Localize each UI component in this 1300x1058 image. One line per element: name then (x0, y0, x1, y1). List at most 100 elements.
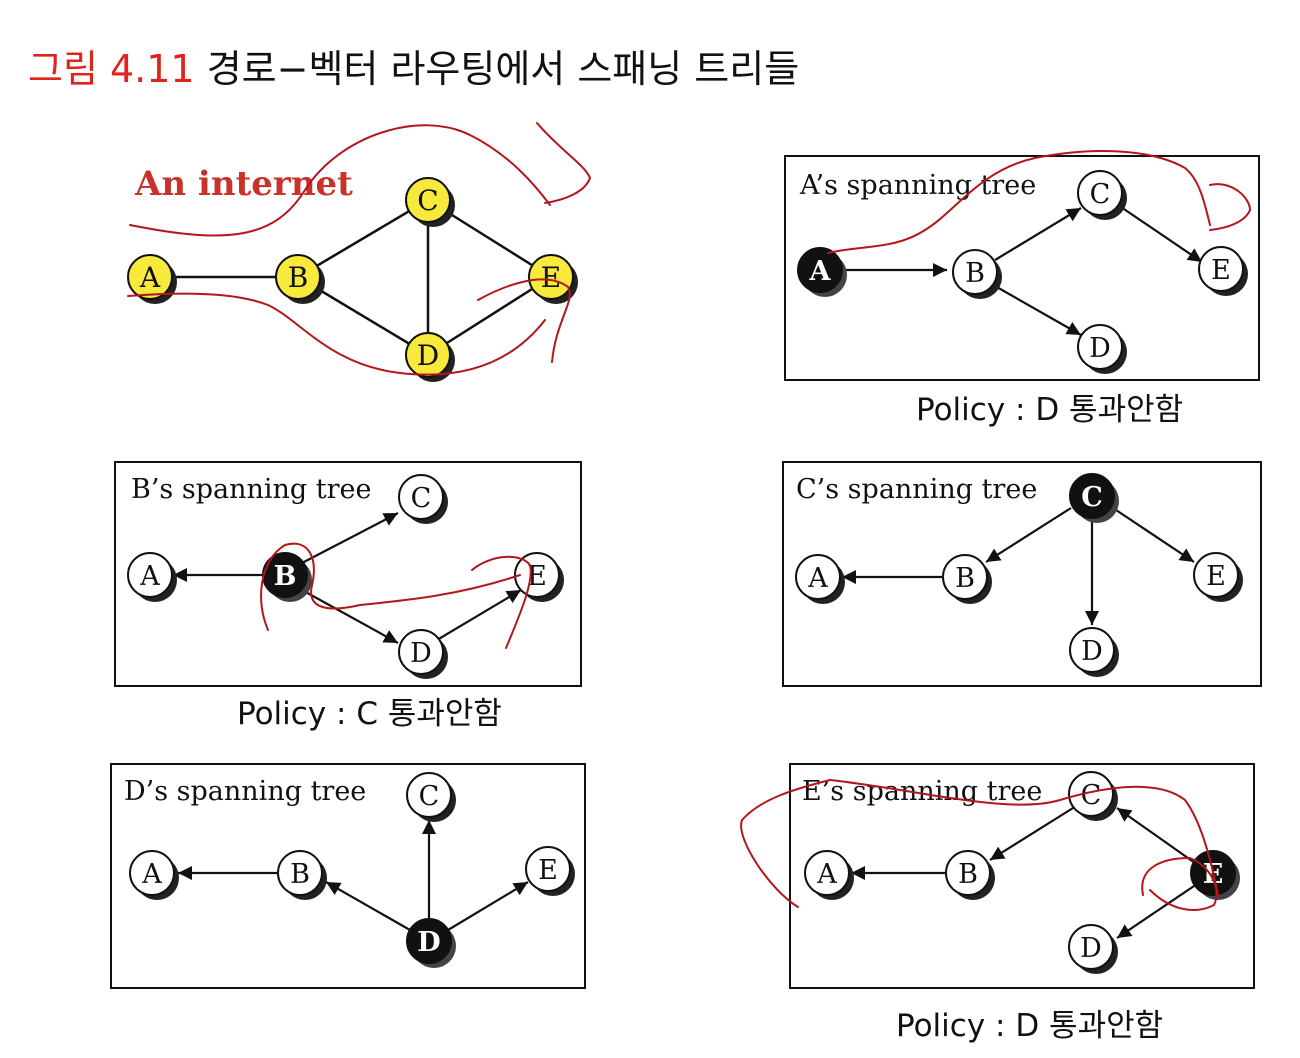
internet-node-c: C (405, 177, 455, 227)
internet-node-e: E (528, 254, 578, 304)
tree-a-frame (784, 155, 1260, 381)
policy-note-a: Policy : D 통과안함 (916, 392, 1184, 428)
svg-text:E: E (527, 561, 547, 592)
internet-label: An internet (134, 164, 353, 204)
tree-e-node-c: C (1068, 771, 1118, 821)
svg-text:A: A (816, 859, 837, 890)
tree-a-node-b: B (952, 249, 1002, 299)
edge-b-c (301, 512, 399, 564)
svg-text:B: B (290, 859, 310, 890)
svg-text:A: A (139, 261, 161, 294)
svg-text:C: C (1090, 179, 1111, 210)
annotation-stroke (471, 555, 532, 649)
link-d-e (427, 275, 552, 357)
policy-note-e: Policy : D 통과안함 (896, 1008, 1164, 1044)
svg-text:C: C (417, 184, 438, 217)
tree-e-node-b: B (945, 850, 995, 900)
svg-text:A: A (809, 256, 832, 287)
tree-b-node-c: C (398, 474, 448, 524)
svg-text:C: C (419, 781, 440, 812)
tree-c-caption: C’s spanning tree (796, 474, 1037, 505)
internet-links (150, 198, 552, 357)
edge-d-e (447, 881, 529, 931)
tree-c-node-d: D (1069, 627, 1119, 677)
edge-e-d (1116, 883, 1198, 939)
policy-note-b: Policy : C 통과안함 (237, 696, 502, 732)
handwritten-annotations (127, 122, 1252, 911)
edge-d-e (436, 589, 522, 641)
figure-number: 그림 4.11 (28, 47, 195, 91)
svg-text:A: A (139, 561, 160, 592)
tree-b-node-d: D (398, 629, 448, 679)
annotation-stroke (260, 542, 521, 631)
internet-node-a: A (127, 254, 177, 304)
tree-d-node-d-root: D (406, 918, 456, 968)
tree-b-edges (173, 512, 522, 644)
edge-b-d (301, 589, 399, 644)
tree-c-node-c-root: C (1069, 473, 1119, 523)
tree-a-node-d: D (1077, 324, 1127, 374)
spanning-tree-c: C’s spanning tree A B C D (782, 461, 1262, 687)
tree-c-node-a: A (795, 554, 845, 604)
edge-b-c (994, 207, 1082, 261)
tree-e-node-d: D (1068, 924, 1118, 974)
tree-d-edges (178, 820, 529, 931)
edge-c-e (1112, 507, 1195, 563)
annotation-stroke (1209, 183, 1252, 231)
svg-text:D: D (1080, 933, 1102, 964)
tree-c-node-b: B (942, 554, 992, 604)
tree-a-edges (844, 204, 1203, 336)
svg-text:C: C (1081, 482, 1103, 513)
tree-a-node-a-root: A (797, 247, 847, 297)
tree-d-node-c: C (406, 772, 456, 822)
link-b-c (297, 198, 429, 279)
svg-text:B: B (288, 261, 309, 294)
tree-c-frame (782, 461, 1262, 687)
svg-text:C: C (411, 483, 432, 514)
tree-e-frame (789, 763, 1255, 989)
svg-text:B: B (958, 859, 978, 890)
internet-node-b: B (275, 254, 325, 304)
svg-text:D: D (417, 927, 440, 958)
svg-text:D: D (1081, 636, 1103, 667)
tree-e-node-a: A (804, 850, 854, 900)
spanning-tree-d: D’s spanning tree A B C D (110, 763, 586, 989)
tree-b-node-a: A (127, 552, 177, 602)
svg-text:A: A (807, 563, 828, 594)
edge-d-b (325, 881, 411, 931)
tree-a-caption: A’s spanning tree (799, 170, 1036, 201)
svg-text:B: B (965, 258, 985, 289)
svg-text:C: C (1081, 780, 1102, 811)
svg-text:B: B (955, 563, 975, 594)
spanning-tree-a: A’s spanning tree A B C D (784, 155, 1260, 381)
edge-e-c (1116, 807, 1196, 864)
annotation-stroke (129, 124, 551, 237)
svg-text:A: A (141, 859, 162, 890)
svg-text:E: E (1206, 561, 1226, 592)
tree-b-caption: B’s spanning tree (131, 474, 371, 505)
svg-text:D: D (410, 638, 432, 669)
annotation-stroke (740, 778, 1219, 908)
edge-c-b (989, 807, 1074, 861)
spanning-tree-e: E’s spanning tree A B C D (789, 763, 1255, 989)
internet-node-d: D (405, 332, 455, 382)
internet-graph: An internet A B C D (127, 164, 578, 382)
spanning-tree-b: B’s spanning tree A B C D (114, 461, 582, 687)
svg-text:D: D (417, 339, 439, 372)
tree-d-frame (110, 763, 586, 989)
annotation-stroke (1141, 856, 1218, 911)
tree-b-node-b-root: B (262, 552, 312, 602)
tree-a-node-c: C (1077, 170, 1127, 220)
svg-text:D: D (1089, 333, 1111, 364)
tree-c-edges (842, 507, 1195, 625)
svg-text:E: E (538, 855, 558, 886)
tree-b-node-e: E (514, 552, 564, 602)
annotation-stroke (827, 150, 1211, 254)
edge-c-e (1117, 204, 1203, 263)
annotation-stroke (477, 278, 571, 363)
edge-c-b (985, 507, 1072, 563)
svg-text:E: E (541, 261, 561, 294)
annotation-stroke (127, 292, 546, 376)
figure-title: 경로−벡터 라우팅에서 스패닝 트리들 (206, 47, 800, 91)
